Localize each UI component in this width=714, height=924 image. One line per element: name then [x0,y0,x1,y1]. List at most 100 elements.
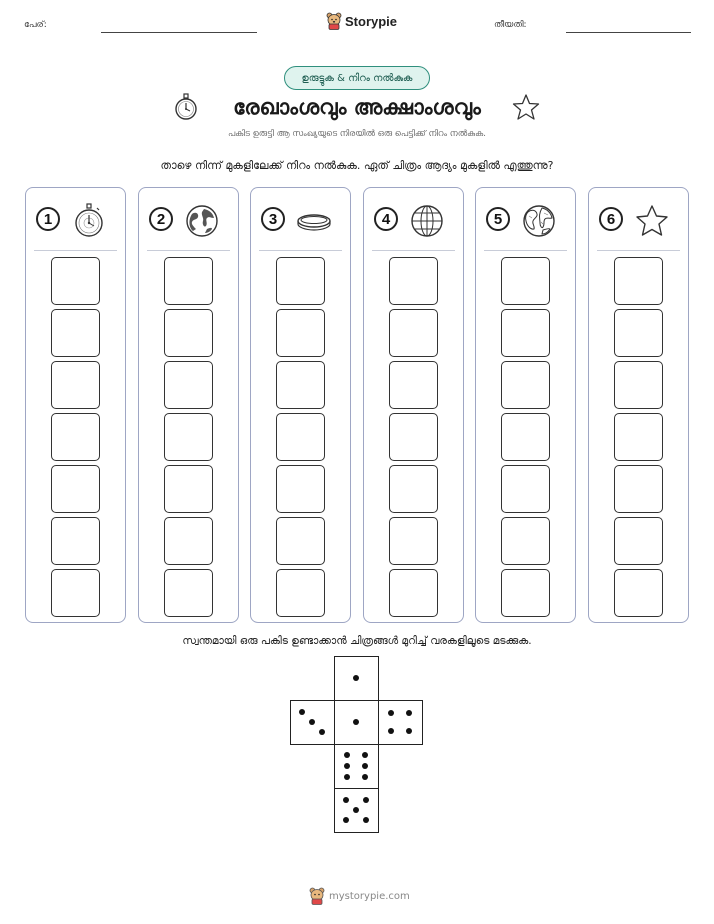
color-box[interactable] [164,465,213,513]
die-face-4 [378,700,423,745]
color-box[interactable] [501,309,550,357]
die-pip [362,774,368,780]
activity-badge: ഉരുട്ടുക & നിറം നൽകുക [284,66,430,90]
globe-icon [186,205,218,237]
die-pip [299,709,305,715]
color-box[interactable] [51,569,100,617]
die-pip [309,719,315,725]
color-box[interactable] [276,361,325,409]
color-box[interactable] [164,361,213,409]
fold-instruction: സ്വന്തമായി ഒരു പകിട ഉണ്ടാക്കാൻ ചിത്രങ്ങൾ… [182,635,532,647]
column-number: 2 [149,207,173,231]
star-icon [636,205,668,236]
die-pip [362,763,368,769]
color-box[interactable] [276,517,325,565]
color-box[interactable] [164,309,213,357]
color-box[interactable] [501,361,550,409]
die-pip [353,807,359,813]
column-2: 2 [138,187,239,623]
wireframe-globe-icon [411,205,443,237]
brand-logo: Storypie [326,12,397,30]
color-box[interactable] [501,569,550,617]
color-box[interactable] [164,257,213,305]
color-box[interactable] [614,413,663,461]
die-face-3 [290,700,335,745]
date-line[interactable] [566,32,691,33]
instruction-text: താഴെ നിന്ന് മുകളിലേക്ക് നിറം നൽകുക. ഏത് … [160,159,554,172]
color-box[interactable] [614,517,663,565]
color-box[interactable] [614,361,663,409]
color-box[interactable] [276,309,325,357]
color-box[interactable] [164,569,213,617]
die-pip [388,728,394,734]
color-box[interactable] [614,257,663,305]
column-number: 1 [36,207,60,231]
color-box[interactable] [51,257,100,305]
color-box[interactable] [164,413,213,461]
color-box[interactable] [614,309,663,357]
color-box[interactable] [389,361,438,409]
column-3: 3 [250,187,351,623]
footer: mystorypie.com [309,887,410,905]
color-box[interactable] [501,517,550,565]
color-box[interactable] [276,465,325,513]
column-divider [597,250,680,251]
color-box[interactable] [501,257,550,305]
column-1: 1 [25,187,126,623]
column-5: 5 [475,187,576,623]
die-pip [353,675,359,681]
color-box[interactable] [389,517,438,565]
color-box[interactable] [51,413,100,461]
column-number: 3 [261,207,285,231]
color-box[interactable] [276,413,325,461]
color-box[interactable] [51,517,100,565]
stopwatch-icon [175,93,197,120]
stopwatch-icon [75,203,103,237]
color-box[interactable] [614,465,663,513]
column-number: 4 [374,207,398,231]
die-pip [353,719,359,725]
color-box[interactable] [389,413,438,461]
column-divider [484,250,567,251]
footer-url[interactable]: mystorypie.com [329,890,410,902]
die-pip [362,752,368,758]
color-box[interactable] [389,257,438,305]
die-pip [344,763,350,769]
page-title: രേഖാംശവും അക്ഷാംശവും [233,95,481,119]
bear-mascot-icon [326,12,342,30]
star-icon [512,94,540,120]
die-pip [344,774,350,780]
name-line[interactable] [101,32,257,33]
color-box[interactable] [614,569,663,617]
die-face-1 [334,656,379,701]
ring-icon [297,214,331,231]
die-pip [363,797,369,803]
color-box[interactable] [389,465,438,513]
color-box[interactable] [389,569,438,617]
column-number: 6 [599,207,623,231]
die-face-6 [334,744,379,789]
column-number: 5 [486,207,510,231]
color-box[interactable] [501,465,550,513]
die-pip [343,797,349,803]
color-box[interactable] [389,309,438,357]
earth-icon [523,205,555,237]
color-box[interactable] [164,517,213,565]
column-divider [372,250,455,251]
color-box[interactable] [51,465,100,513]
title-row: രേഖാംശവും അക്ഷാംശവും [0,91,714,123]
color-box[interactable] [51,309,100,357]
column-divider [147,250,230,251]
color-box[interactable] [51,361,100,409]
brand-name: Storypie [345,13,398,29]
column-4: 4 [363,187,464,623]
die-pip [319,729,325,735]
column-6: 6 [588,187,689,623]
color-box[interactable] [276,569,325,617]
color-box[interactable] [276,257,325,305]
die-face-1 [334,700,379,745]
die-face-5 [334,788,379,833]
date-label: തീയതി: [494,20,527,30]
color-box[interactable] [501,413,550,461]
name-label: പേര്: [24,20,47,30]
